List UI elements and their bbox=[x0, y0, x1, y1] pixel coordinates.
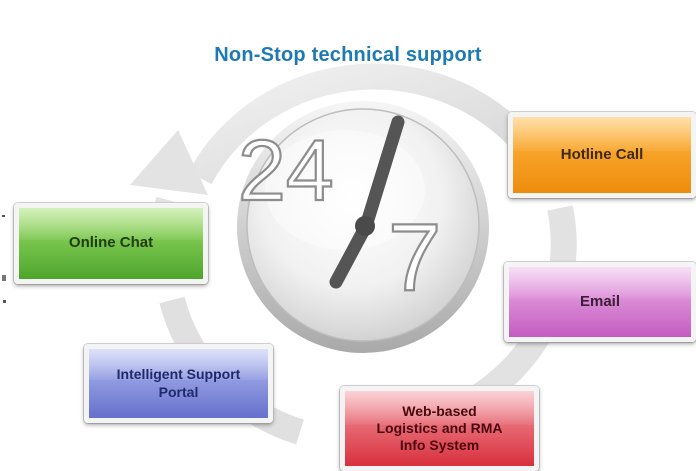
clock-hand-long bbox=[359, 115, 405, 233]
online-chat-box: Online Chat bbox=[14, 203, 208, 284]
diagram-title: Non-Stop technical support bbox=[214, 44, 482, 66]
support-portal-box: Intelligent Support Portal bbox=[84, 344, 273, 423]
hotline-call-box: Hotline Call bbox=[508, 112, 696, 198]
web-logistics-line2: Logistics and RMA bbox=[376, 419, 503, 436]
email-label: Email bbox=[579, 292, 621, 310]
support-portal-label: Intelligent Support Portal bbox=[117, 366, 241, 400]
support-portal-line2: Portal bbox=[158, 383, 199, 400]
web-logistics-line1: Web-based bbox=[402, 402, 477, 419]
web-logistics-label: Web-based Logistics and RMA Info System bbox=[376, 403, 502, 454]
email-box: Email bbox=[504, 262, 696, 342]
clock-hand-short bbox=[329, 219, 373, 289]
web-logistics-box: Web-based Logistics and RMA Info System bbox=[340, 386, 539, 471]
hours-label: 24 bbox=[238, 123, 334, 219]
support-portal-line1: Intelligent Support bbox=[116, 366, 241, 383]
edge-marks bbox=[2, 215, 6, 303]
web-logistics-line3: Info System bbox=[399, 437, 480, 454]
online-chat-label: Online Chat bbox=[68, 234, 154, 252]
clock-center bbox=[355, 216, 375, 236]
hotline-call-label: Hotline Call bbox=[560, 145, 644, 163]
days-label: 7 bbox=[388, 204, 441, 311]
